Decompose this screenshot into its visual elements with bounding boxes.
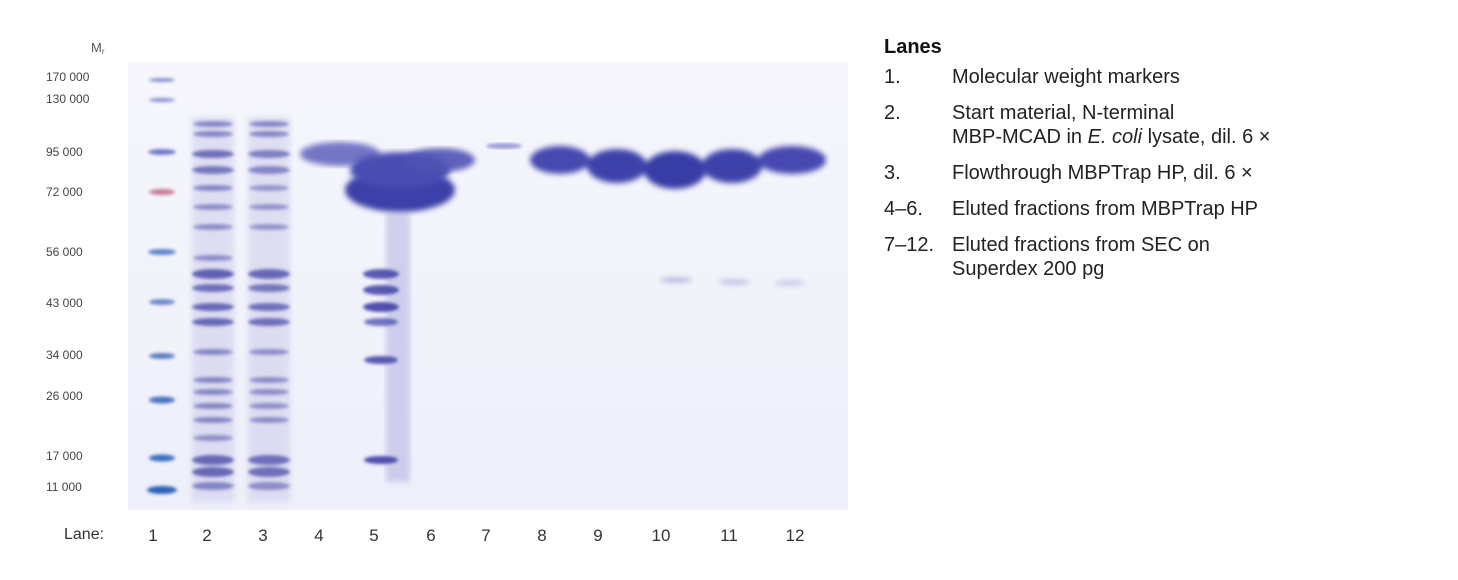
mw-label-17000: 17 000 [46,449,83,463]
legend-item-3: 3. Flowthrough MBPTrap HP, dil. 6 × [884,161,1444,185]
lane-1-markers [147,78,177,494]
lane-7-band [486,143,522,149]
lane-2-start-material [192,117,234,502]
mw-label-26000: 26 000 [46,389,83,403]
lanes-legend: Lanes 1. Molecular weight markers 2. Sta… [884,36,1444,293]
lane-number-11: 11 [720,526,738,545]
legend-item-2: 2. Start material, N-terminal MBP-MCAD i… [884,101,1444,149]
legend-item-1: 1. Molecular weight markers [884,65,1444,89]
mw-axis-title-subscript: r [101,47,105,56]
lane-number-2: 2 [202,526,212,545]
mw-label-34000: 34 000 [46,348,83,362]
legend-item-number: 7–12. [884,234,935,256]
mw-label-43000: 43 000 [46,296,83,310]
lane-number-7: 7 [481,526,491,545]
lanes-8-12-sec-bands [530,146,826,285]
lane-number-1: 1 [148,526,158,545]
gel-image [128,62,848,510]
legend-item-number: 2. [884,102,901,124]
lane-number-9: 9 [593,526,603,545]
legend-item-text: Molecular weight markers [952,66,1180,88]
legend-item-number: 1. [884,66,901,88]
lane-number-3: 3 [258,526,268,545]
legend-item-text-part: lysate, dil. 6 × [1142,126,1271,148]
lane-number-8: 8 [537,526,547,545]
gel-background [128,62,848,510]
mw-label-130000: 130 000 [46,92,90,106]
lane-number-6: 6 [426,526,436,545]
mw-axis-title: Mr [91,40,105,56]
lane-number-4: 4 [314,526,324,545]
mw-label-56000: 56 000 [46,245,83,259]
mw-label-170000: 170 000 [46,70,90,84]
legend-item-text: Eluted fractions from SEC on [952,234,1210,256]
legend-title: Lanes [884,36,942,58]
lane-number-12: 12 [785,526,805,545]
mw-label-95000: 95 000 [46,145,83,159]
lanes-4-6-eluted-band [300,142,475,482]
mw-axis-title-text: M [91,40,102,55]
lane-number-10: 10 [651,526,671,545]
legend-item-7-12: 7–12. Eluted fractions from SEC on Super… [884,233,1444,281]
lane-prefix: Lane: [64,526,105,543]
legend-item-text-part: MBP-MCAD in [952,126,1088,148]
legend-item-4-6: 4–6. Eluted fractions from MBPTrap HP [884,197,1444,221]
legend-item-number: 3. [884,162,901,184]
legend-item-text-line2: Superdex 200 pg [952,258,1105,280]
legend-item-italic: E. coli [1087,126,1143,148]
legend-item-text: Eluted fractions from MBPTrap HP [952,198,1259,220]
mw-label-11000: 11 000 [46,480,82,494]
mw-label-72000: 72 000 [46,185,83,199]
legend-item-text: Start material, N-terminal [952,102,1175,124]
lane-number-5: 5 [369,526,379,545]
legend-item-number: 4–6. [884,198,923,220]
legend-item-text: Flowthrough MBPTrap HP, dil. 6 × [952,162,1253,184]
legend-item-text-line2: MBP-MCAD in E. coli lysate, dil. 6 × [952,125,1444,149]
lane-3-flowthrough [248,117,290,502]
